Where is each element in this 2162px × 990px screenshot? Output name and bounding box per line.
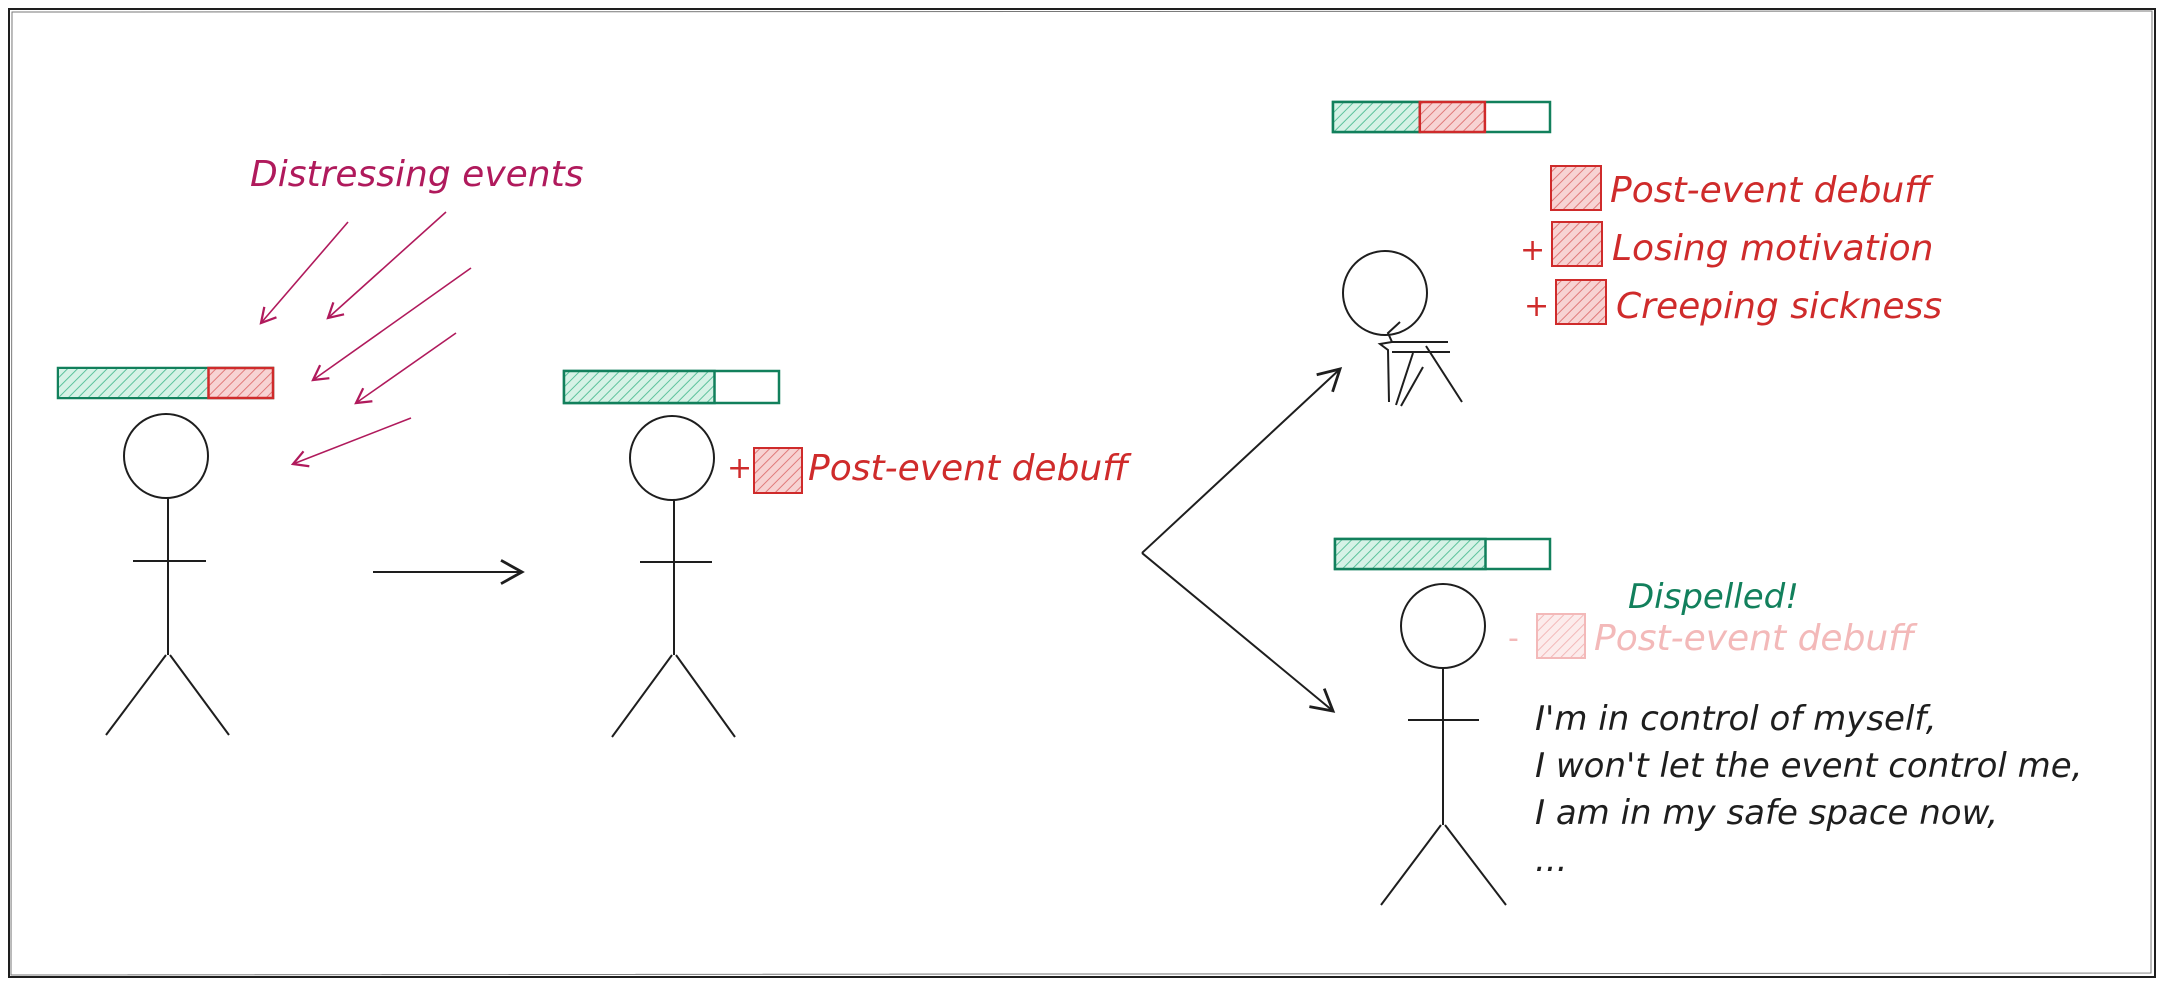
event-arrows: [259, 211, 472, 468]
debuff-list: Post-event debuff + Losing motivation + …: [1520, 165, 1942, 327]
debuff-label: Losing motivation: [1612, 228, 1934, 269]
event-arrow-icon: [259, 221, 349, 325]
dispelled-label: Dispelled!: [1628, 577, 1799, 617]
stick-figure-initial: [105, 413, 230, 736]
debuff-item-post-event: Post-event debuff: [1550, 165, 1934, 211]
removed-debuff-icon: [1536, 613, 1586, 659]
debuff-sign: +: [1524, 289, 1549, 324]
debuff-item-losing-motivation: + Losing motivation: [1520, 221, 1934, 269]
debuff-sign: +: [1520, 233, 1545, 268]
health-bar-recovered: [1333, 537, 1552, 571]
health-bar-afflicted: [562, 369, 781, 405]
event-arrow-icon: [326, 211, 447, 320]
event-arrow-icon: [311, 267, 472, 382]
figure-initial: Distressing events: [56, 154, 583, 736]
figure-recovered: Dispelled! - Post-event debuff I'm in co…: [1333, 537, 2083, 906]
debuff-label: Post-event debuff: [1610, 170, 1934, 211]
affirmations: I'm in control of myself, I won't let th…: [1535, 699, 2083, 880]
removed-debuff-minus-sign: -: [1508, 621, 1519, 656]
removed-debuff-label: Post-event debuff: [1594, 618, 1918, 659]
health-bar-fill: [57, 367, 210, 399]
affirmation-line: I'm in control of myself,: [1535, 699, 1937, 739]
stick-figure-afflicted: [611, 415, 736, 738]
figure-afflicted: + Post-event debuff: [562, 369, 1132, 738]
stick-figure-recovered: [1380, 583, 1507, 906]
figure-worsened: Post-event debuff + Losing motivation + …: [1331, 100, 1942, 407]
debuff-label: Post-event debuff: [808, 448, 1132, 489]
outer-frame: [8, 8, 2156, 978]
debuff-item-creeping-sickness: + Creeping sickness: [1524, 279, 1942, 327]
debuff-icon: [753, 447, 803, 494]
distressing-events-label: Distressing events: [250, 154, 583, 195]
health-bar-debuff: [1418, 100, 1487, 134]
debuff-label: Creeping sickness: [1616, 286, 1942, 327]
branch-arrows: [1141, 367, 1343, 713]
flow-arrow-icon: [1141, 552, 1336, 713]
health-bar-fill: [562, 369, 716, 405]
health-bar-fill: [1333, 537, 1487, 571]
event-arrow-icon: [290, 417, 412, 468]
health-bar-fill: [1331, 100, 1422, 134]
affirmation-line: I am in my safe space now,: [1535, 793, 1998, 833]
debuff-icon: [1551, 221, 1603, 267]
debuff-icon: [1550, 165, 1602, 211]
health-bar-worsened: [1331, 100, 1552, 134]
event-arrow-icon: [354, 332, 457, 405]
stick-figure-worsened: [1342, 250, 1463, 407]
health-bar-initial: [56, 366, 275, 400]
affirmation-line: I won't let the event control me,: [1535, 746, 2083, 786]
affirmation-line: ...: [1535, 840, 1567, 880]
debuff-icon: [1555, 279, 1607, 325]
flow-arrow-icon: [1141, 367, 1343, 554]
health-bar-pending-debuff: [207, 366, 275, 400]
debuff-plus-sign: +: [727, 451, 752, 486]
